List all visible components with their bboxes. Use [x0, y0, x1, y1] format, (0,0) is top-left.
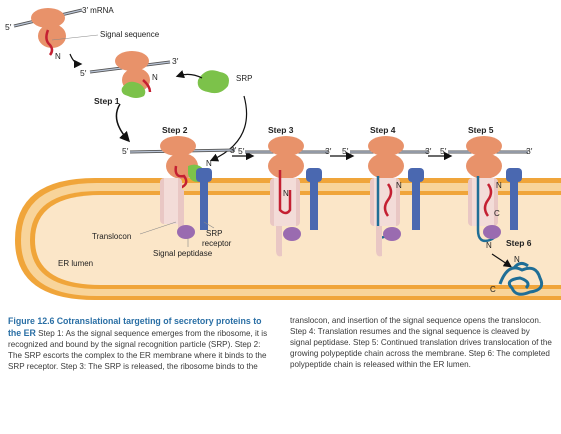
srp-particle — [121, 81, 146, 98]
cotranslational-targeting-diagram: 5′ 3′ mRNA Signal sequence N 5′ 3′ N SRP… — [5, 6, 561, 300]
mrna-label: 3′ mRNA — [82, 6, 114, 15]
caption-body-left: Step 1: As the signal sequence emerges f… — [8, 328, 268, 371]
three-prime-label: 3′ — [325, 146, 332, 156]
2-label: Step 3 — [268, 125, 294, 135]
ribosome-large-subunit — [31, 8, 65, 28]
srp-receptor — [200, 182, 208, 230]
c-label: C — [494, 209, 500, 218]
n-label: N — [283, 189, 289, 198]
step1-srp-bound-ribosome — [89, 51, 171, 98]
signal-peptidase-label: Signal peptidase — [153, 249, 213, 258]
five-prime-label: 5′ — [342, 146, 349, 156]
5-label: Step 6 — [506, 238, 532, 248]
five-prime-label: 5′ — [440, 146, 447, 156]
srp-label: SRP — [236, 74, 252, 83]
step5-group — [448, 136, 528, 243]
signal-sequence-label: Signal sequence — [100, 30, 160, 39]
three-prime-label: 3′ — [526, 146, 533, 156]
srp-recycle-arrow — [209, 95, 248, 162]
4-label: Step 5 — [468, 125, 494, 135]
five-prime-label: 5′ — [80, 68, 87, 78]
n-label: N — [152, 73, 158, 82]
translocon-label: Translocon — [92, 232, 131, 241]
er-lumen-label: ER lumen — [58, 259, 93, 268]
n-label: N — [206, 159, 212, 168]
three-prime-label: 3′ — [425, 146, 432, 156]
three-prime-label: 3′ — [172, 56, 179, 66]
five-prime-label: 5′ — [238, 146, 245, 156]
free-srp — [197, 70, 229, 94]
signal-sequence — [45, 29, 54, 56]
srp-receptor-line1-label: SRP — [206, 229, 222, 238]
n-label: N — [55, 52, 61, 61]
signal-peptidase — [177, 225, 195, 239]
step3-group — [245, 136, 328, 257]
c-label: C — [490, 285, 496, 294]
caption-right-column: translocon, and insertion of the signal … — [290, 316, 552, 371]
3-label: Step 4 — [370, 125, 396, 135]
n-label: N — [396, 181, 402, 190]
caption-body-right: translocon, and insertion of the signal … — [290, 316, 552, 369]
0-label: Step 1 — [94, 96, 120, 106]
figure-title: Cotranslational targeting of secretory p… — [8, 316, 262, 338]
caption-left-column: Figure 12.6 Cotranslational targeting of… — [8, 316, 270, 373]
srp-binding-arrow — [175, 70, 203, 79]
n-label: N — [496, 181, 502, 190]
step2-group — [129, 136, 236, 239]
three-prime-label: 3′ — [230, 145, 237, 155]
folded-polypeptide — [498, 261, 544, 296]
srp-receptor-line2-label: receptor — [202, 239, 232, 248]
step1-ribosome-group — [13, 8, 83, 56]
n-label: N — [514, 255, 520, 264]
1-label: Step 2 — [162, 125, 188, 135]
figure-number: Figure 12.6 — [8, 316, 55, 326]
five-prime-label: 5′ — [5, 22, 12, 32]
ribosome-small-subunit — [38, 24, 66, 48]
step4-group — [350, 136, 428, 257]
n-label: N — [486, 241, 492, 250]
step1-to-step2-arrow — [115, 103, 131, 143]
five-prime-label: 5′ — [122, 146, 129, 156]
